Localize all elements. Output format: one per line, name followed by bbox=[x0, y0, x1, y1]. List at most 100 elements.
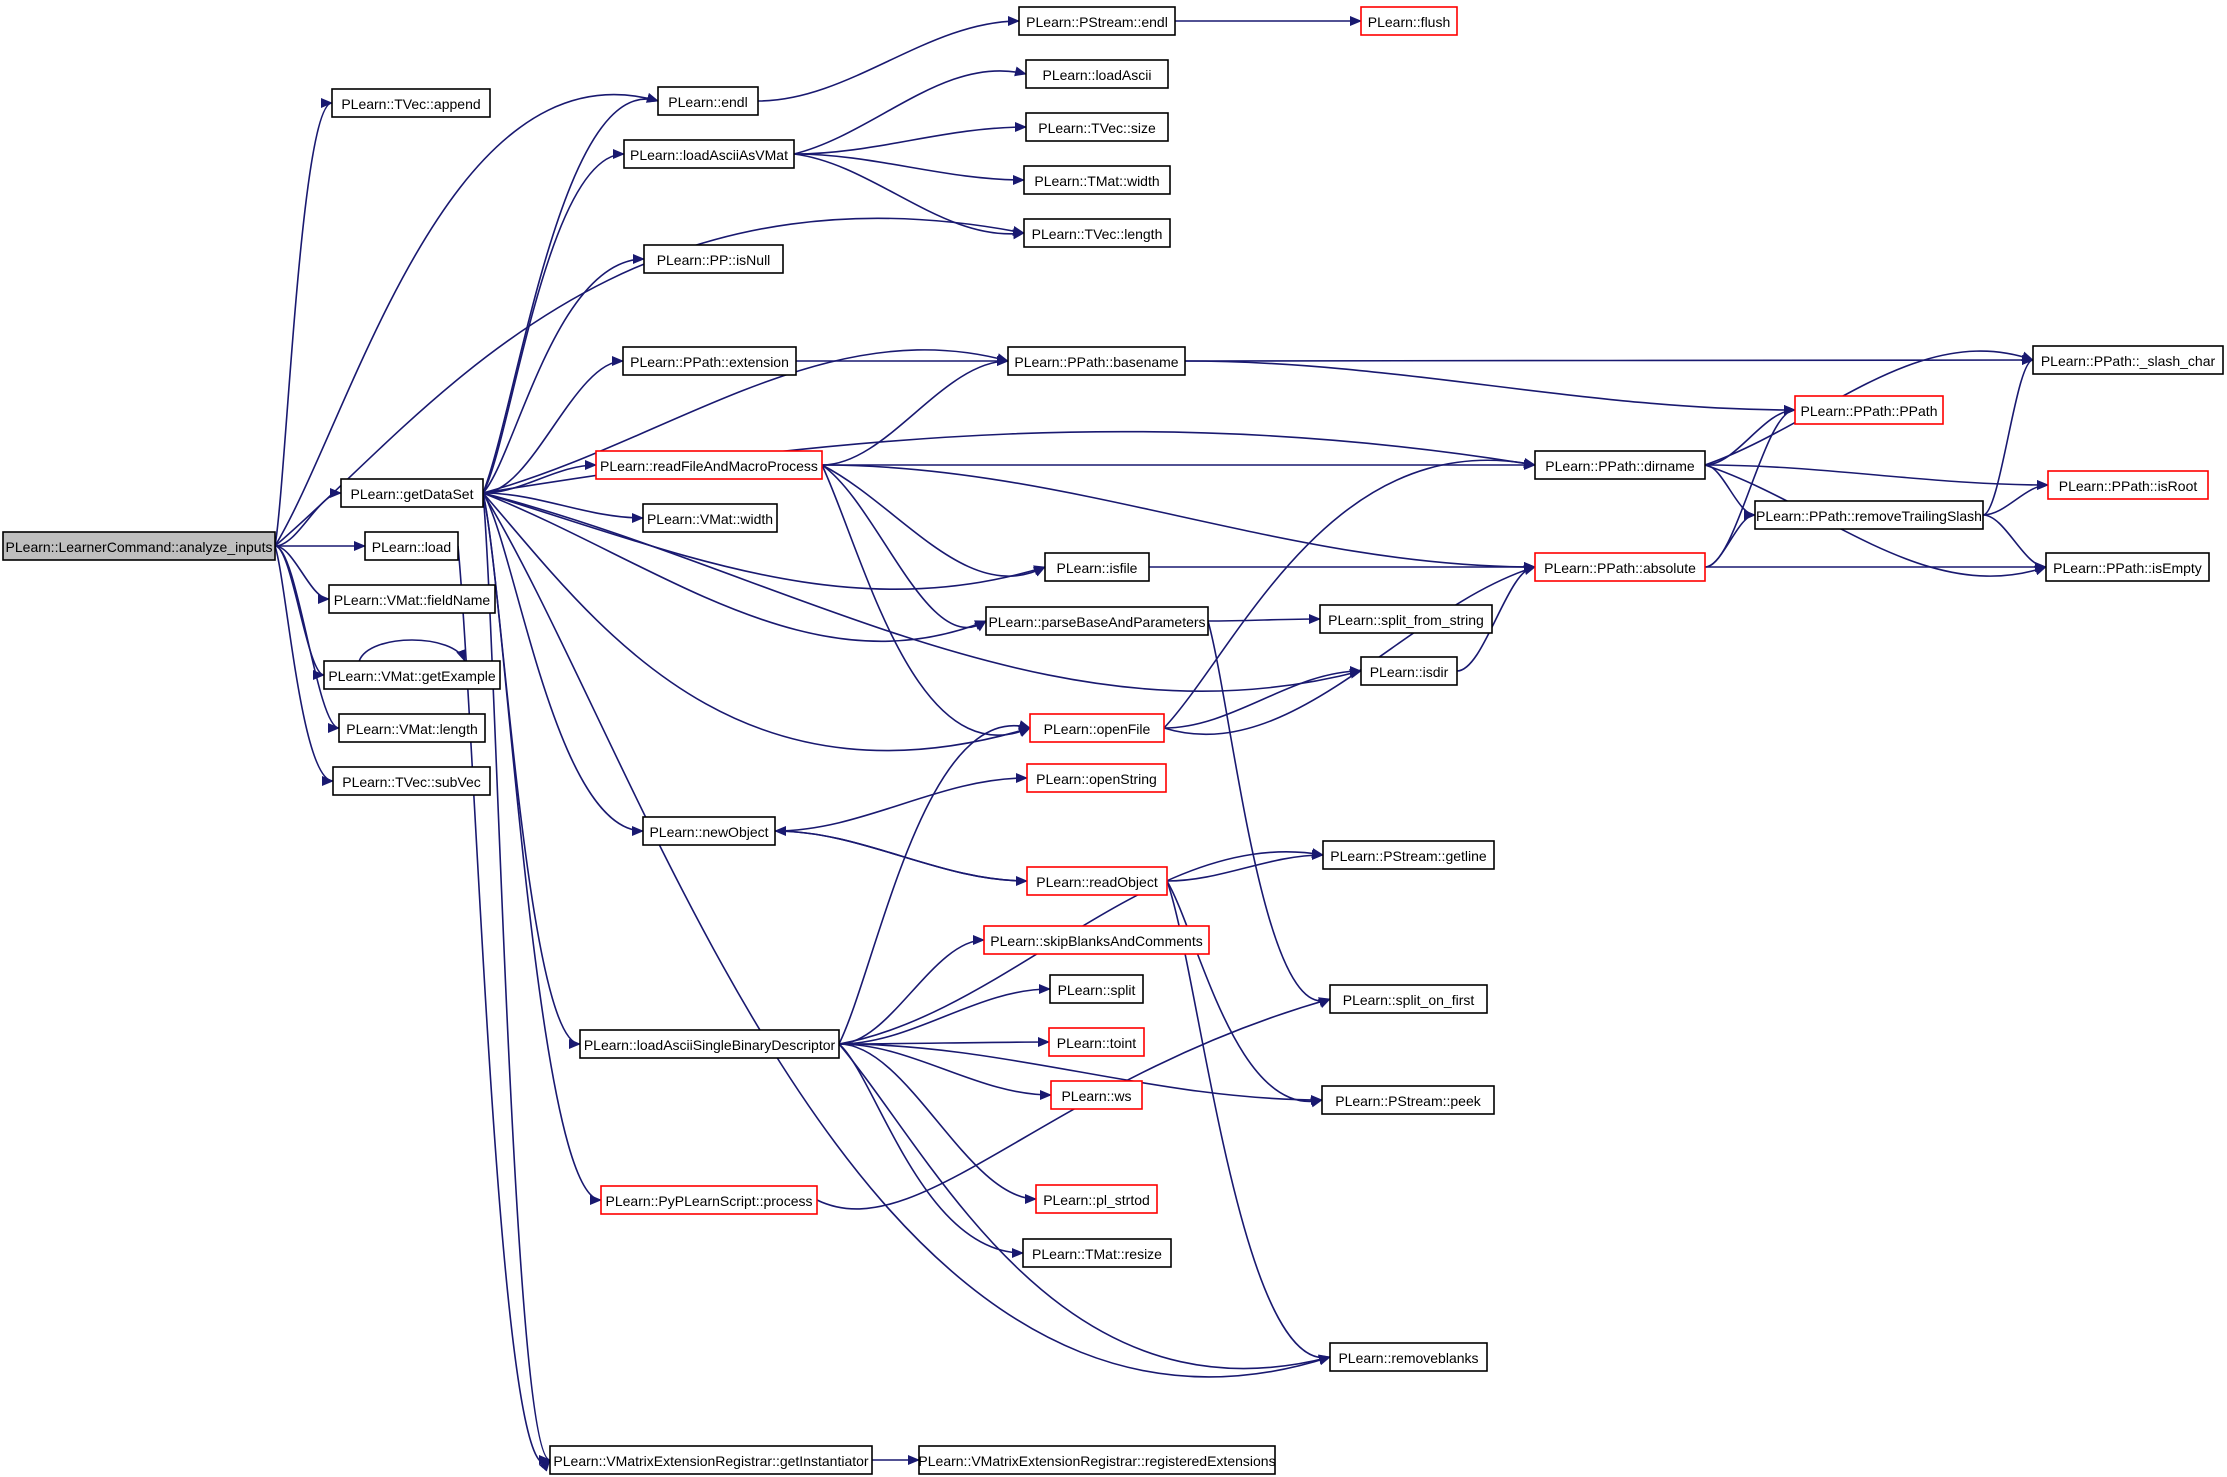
node-label: PLearn::flush bbox=[1368, 14, 1451, 30]
node-getline[interactable]: PLearn::PStream::getline bbox=[1322, 840, 1495, 870]
edge-loadasciisbd-to-removeblanks bbox=[838, 1043, 1331, 1370]
node-analyze[interactable]: PLearn::LearnerCommand::analyze_inputs bbox=[2, 531, 276, 561]
node-slashchar[interactable]: PLearn::PPath::_slash_char bbox=[2032, 345, 2224, 375]
node-basename[interactable]: PLearn::PPath::basename bbox=[1007, 346, 1186, 376]
node-extension[interactable]: PLearn::PPath::extension bbox=[622, 346, 797, 376]
node-peek[interactable]: PLearn::PStream::peek bbox=[1321, 1085, 1495, 1115]
node-openfile[interactable]: PLearn::openFile bbox=[1029, 713, 1165, 743]
node-ppath[interactable]: PLearn::PPath::PPath bbox=[1794, 395, 1944, 425]
node-pstream_endl[interactable]: PLearn::PStream::endl bbox=[1018, 6, 1176, 36]
node-label: PLearn::removeblanks bbox=[1338, 1350, 1478, 1366]
node-label: PLearn::endl bbox=[668, 94, 747, 110]
node-removetrailing[interactable]: PLearn::PPath::removeTrailingSlash bbox=[1754, 500, 1984, 530]
node-flush[interactable]: PLearn::flush bbox=[1360, 6, 1458, 36]
edge-removetrailing-to-slashchar bbox=[1982, 355, 2034, 516]
node-label: PLearn::VMat::length bbox=[346, 721, 478, 737]
node-layer: PLearn::LearnerCommand::analyze_inputsPL… bbox=[2, 6, 2224, 1475]
node-tvec_length[interactable]: PLearn::TVec::length bbox=[1023, 218, 1171, 248]
node-dirname[interactable]: PLearn::PPath::dirname bbox=[1534, 450, 1706, 480]
node-label: PLearn::PPath::removeTrailingSlash bbox=[1756, 508, 1982, 524]
node-label: PLearn::ws bbox=[1061, 1088, 1131, 1104]
node-removeblanks[interactable]: PLearn::removeblanks bbox=[1329, 1342, 1488, 1372]
node-box bbox=[985, 606, 1209, 636]
node-isdir[interactable]: PLearn::isdir bbox=[1360, 656, 1458, 686]
node-box bbox=[623, 139, 795, 169]
node-isempty[interactable]: PLearn::PPath::isEmpty bbox=[2045, 552, 2210, 582]
edge-dirname-to-removetrailing bbox=[1704, 464, 1756, 520]
edge-removetrailing-to-isroot bbox=[1982, 480, 2049, 516]
node-label: PLearn::split bbox=[1058, 982, 1136, 998]
node-plstrtod[interactable]: PLearn::pl_strtod bbox=[1035, 1184, 1158, 1214]
node-box bbox=[332, 766, 491, 796]
node-parsebase[interactable]: PLearn::parseBaseAndParameters bbox=[985, 606, 1209, 636]
node-box bbox=[1022, 1238, 1172, 1268]
node-split[interactable]: PLearn::split bbox=[1049, 974, 1144, 1004]
node-box bbox=[1026, 763, 1167, 793]
node-loadasciiasvmat[interactable]: PLearn::loadAsciiAsVMat bbox=[623, 139, 795, 169]
node-regext[interactable]: PLearn::VMatrixExtensionRegistrar::regis… bbox=[918, 1445, 1276, 1475]
node-box bbox=[1025, 59, 1169, 89]
edge-analyze-to-getdataset bbox=[274, 488, 342, 547]
node-label: PLearn::TVec::append bbox=[341, 96, 480, 112]
node-vmat_width[interactable]: PLearn::VMat::width bbox=[642, 503, 778, 533]
node-label: PLearn::openFile bbox=[1044, 721, 1151, 737]
node-newobject[interactable]: PLearn::newObject bbox=[642, 816, 776, 846]
node-loadascii[interactable]: PLearn::loadAscii bbox=[1025, 59, 1169, 89]
node-subvec[interactable]: PLearn::TVec::subVec bbox=[332, 766, 491, 796]
edge-getdataset-to-loadasciisbd bbox=[482, 492, 581, 1049]
node-pyprocess[interactable]: PLearn::PyPLearnScript::process bbox=[600, 1185, 818, 1215]
node-label: PLearn::VMat::getExample bbox=[328, 668, 496, 684]
node-getdataset[interactable]: PLearn::getDataSet bbox=[340, 478, 484, 508]
node-box bbox=[331, 88, 491, 118]
node-box bbox=[1360, 6, 1458, 36]
node-endl[interactable]: PLearn::endl bbox=[657, 86, 759, 116]
node-label: PLearn::PPath::isRoot bbox=[2059, 478, 2198, 494]
node-absolute[interactable]: PLearn::PPath::absolute bbox=[1534, 552, 1706, 582]
node-split_from_string[interactable]: PLearn::split_from_string bbox=[1319, 604, 1493, 634]
node-box bbox=[2047, 470, 2209, 500]
node-label: PLearn::PPath::isEmpty bbox=[2053, 560, 2202, 576]
node-readfile[interactable]: PLearn::readFileAndMacroProcess bbox=[595, 450, 823, 480]
node-skipblanks[interactable]: PLearn::skipBlanksAndComments bbox=[983, 925, 1210, 955]
node-box bbox=[622, 346, 797, 376]
node-box bbox=[595, 450, 823, 480]
node-isnull[interactable]: PLearn::PP::isNull bbox=[643, 244, 784, 274]
node-tvec_append[interactable]: PLearn::TVec::append bbox=[331, 88, 491, 118]
edge-absolute-to-ppath bbox=[1704, 405, 1796, 568]
edge-analyze-to-getexample bbox=[274, 545, 325, 680]
edge-loadasciiasvmat-to-loadascii bbox=[793, 66, 1027, 155]
node-box bbox=[1322, 840, 1495, 870]
node-label: PLearn::pl_strtod bbox=[1043, 1192, 1150, 1208]
node-load[interactable]: PLearn::load bbox=[364, 531, 459, 561]
node-label: PLearn::TVec::length bbox=[1032, 226, 1163, 242]
node-tmat_width[interactable]: PLearn::TMat::width bbox=[1023, 165, 1171, 195]
node-ws[interactable]: PLearn::ws bbox=[1050, 1080, 1143, 1110]
node-tmat_resize[interactable]: PLearn::TMat::resize bbox=[1022, 1238, 1172, 1268]
node-label: PLearn::PPath::PPath bbox=[1801, 403, 1938, 419]
edge-analyze-to-vmat_length bbox=[274, 545, 340, 733]
node-tvec_size[interactable]: PLearn::TVec::size bbox=[1025, 112, 1169, 142]
node-isfile[interactable]: PLearn::isfile bbox=[1044, 552, 1150, 582]
node-toint[interactable]: PLearn::toint bbox=[1048, 1027, 1145, 1057]
edge-getdataset-to-vmat_width bbox=[482, 492, 644, 523]
node-label: PLearn::TMat::resize bbox=[1032, 1246, 1162, 1262]
node-box bbox=[642, 503, 778, 533]
edge-getdataset-to-basename bbox=[482, 349, 1009, 494]
node-getinst[interactable]: PLearn::VMatrixExtensionRegistrar::getIn… bbox=[549, 1445, 873, 1475]
node-vmat_length[interactable]: PLearn::VMat::length bbox=[338, 713, 486, 743]
node-box bbox=[1321, 1085, 1495, 1115]
node-label: PLearn::readFileAndMacroProcess bbox=[600, 458, 818, 474]
edge-loadasciisbd-to-toint bbox=[838, 1037, 1050, 1048]
node-openstring[interactable]: PLearn::openString bbox=[1026, 763, 1167, 793]
node-loadasciisbd[interactable]: PLearn::loadAsciiSingleBinaryDescriptor bbox=[579, 1029, 840, 1059]
node-label: PLearn::LearnerCommand::analyze_inputs bbox=[6, 539, 273, 555]
node-getexample[interactable]: PLearn::VMat::getExample bbox=[323, 660, 501, 690]
edge-dirname-to-isroot bbox=[1704, 464, 2049, 490]
node-label: PLearn::loadAsciiAsVMat bbox=[630, 147, 788, 163]
node-isroot[interactable]: PLearn::PPath::isRoot bbox=[2047, 470, 2209, 500]
node-box bbox=[579, 1029, 840, 1059]
node-splitonfirst[interactable]: PLearn::split_on_first bbox=[1329, 984, 1488, 1014]
node-fieldname[interactable]: PLearn::VMat::fieldName bbox=[328, 584, 496, 614]
node-box bbox=[340, 478, 484, 508]
node-readobject[interactable]: PLearn::readObject bbox=[1026, 866, 1168, 896]
